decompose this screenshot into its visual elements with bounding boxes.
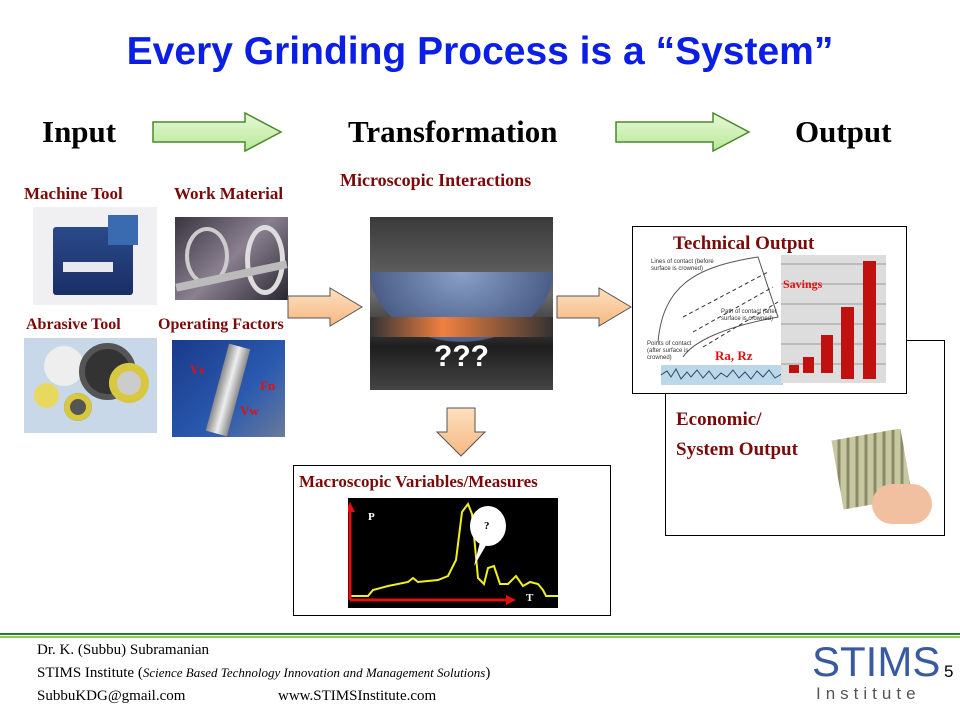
website-link[interactable]: www.STIMSInstitute.com xyxy=(278,688,437,704)
economic-label: Economic/ xyxy=(676,409,762,430)
callout-question: ? xyxy=(484,520,490,532)
label-work-material: Work Material xyxy=(174,184,284,203)
technical-output-label: Technical Output xyxy=(673,233,815,254)
p-axis-label: P xyxy=(368,511,375,523)
institute-close: ) xyxy=(485,665,491,681)
stims-logo-subtitle: Institute xyxy=(816,684,921,703)
institute-tagline: Science Based Technology Innovation and … xyxy=(142,665,486,680)
operating-factors-image: Vs Fn Vw xyxy=(172,340,285,437)
institute-line: STIMS Institute (Science Based Technolog… xyxy=(37,665,490,682)
force-signal-chart xyxy=(348,498,558,608)
savings-chart-image xyxy=(781,255,886,383)
vs-label: Vs xyxy=(190,362,205,377)
machine-tool-image xyxy=(33,207,157,305)
label-microscopic: Microscopic Interactions xyxy=(340,170,532,190)
system-output-label: System Output xyxy=(676,439,798,460)
unknown-text: ??? xyxy=(434,340,489,373)
vw-label: Vw xyxy=(240,403,259,418)
macroscopic-panel: Macroscopic Variables/Measures P T ? xyxy=(293,465,611,616)
stims-logo: STIMS xyxy=(812,638,941,685)
contact-path-label: Path of contact (after surface is crowne… xyxy=(721,309,777,322)
abrasive-tool-image xyxy=(24,338,157,433)
roughness-label: Ra, Rz xyxy=(715,348,753,363)
money-image xyxy=(817,429,939,528)
heading-input: Input xyxy=(42,114,117,149)
institute-name: STIMS Institute ( xyxy=(37,665,143,681)
label-machine-tool: Machine Tool xyxy=(24,184,123,203)
roughness-profile xyxy=(661,365,783,385)
author-name: Dr. K. (Subbu) Subramanian xyxy=(37,642,210,658)
work-material-image xyxy=(175,217,288,300)
heading-output: Output xyxy=(795,114,892,149)
arrow-right-icon xyxy=(287,287,363,327)
contact-points-label: Points of contact (after surface is crow… xyxy=(647,341,692,361)
arrow-right-icon xyxy=(615,111,751,153)
heading-transformation: Transformation xyxy=(348,114,558,149)
savings-label: Savings xyxy=(783,277,823,291)
arrow-right-icon xyxy=(556,287,632,327)
label-operating-factors: Operating Factors xyxy=(158,316,284,333)
technical-output-panel: Lines of contact (before surface is crow… xyxy=(632,226,907,394)
footer-divider xyxy=(0,633,960,635)
microscopic-image: ??? xyxy=(370,217,553,390)
arrow-down-icon xyxy=(435,407,487,457)
fn-label: Fn xyxy=(260,378,276,393)
page-number: 5 xyxy=(944,662,954,681)
footer-divider-light xyxy=(0,636,960,638)
label-abrasive-tool: Abrasive Tool xyxy=(26,316,121,333)
t-axis-label: T xyxy=(526,592,534,604)
gear-contact-diagram xyxy=(657,256,779,358)
contact-lines-label: Lines of contact (before surface is crow… xyxy=(651,259,714,272)
slide-title: Every Grinding Process is a “System” xyxy=(126,30,834,73)
email-link[interactable]: SubbuKDG@gmail.com xyxy=(37,688,186,704)
label-macroscopic: Macroscopic Variables/Measures xyxy=(299,472,538,491)
arrow-right-icon xyxy=(152,111,283,153)
